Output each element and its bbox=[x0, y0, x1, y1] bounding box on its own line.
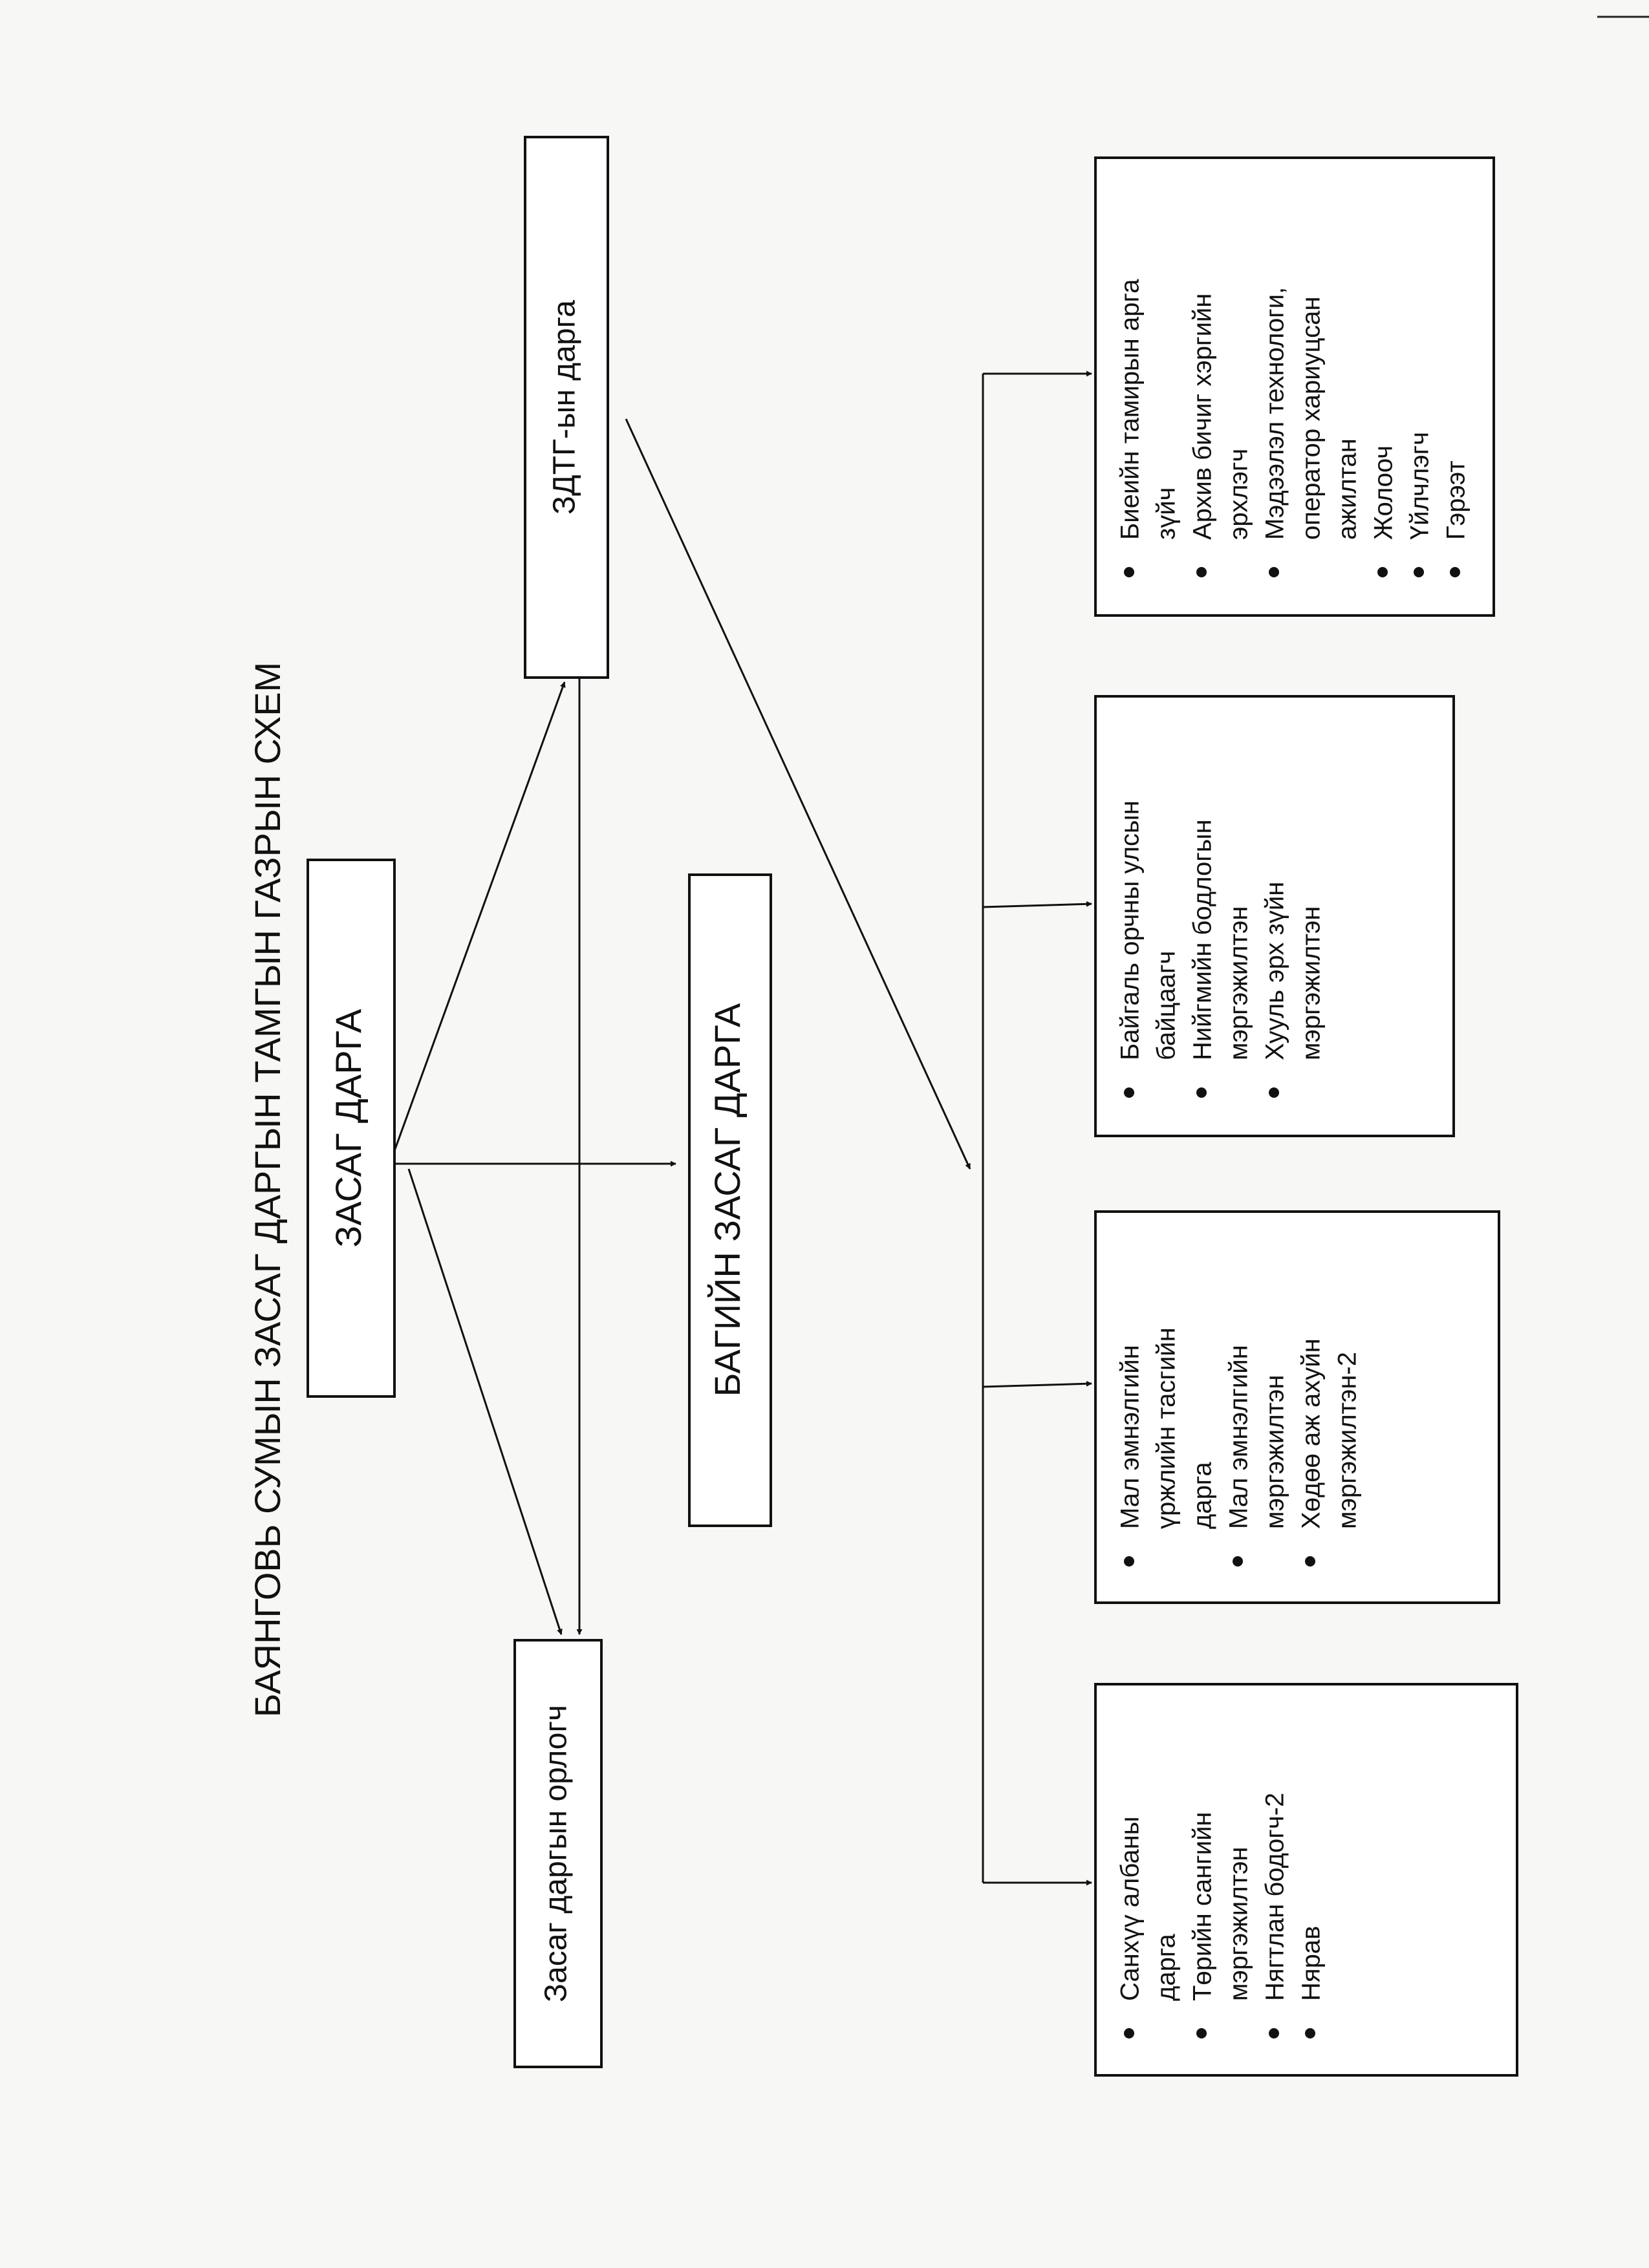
unit-1-item-4-line-1: Нярав bbox=[1297, 1926, 1326, 2001]
zasag-dargiin-orlogch-node: Засаг даргын орлогч bbox=[513, 1639, 603, 2068]
unit-1-bullet-2 bbox=[1196, 2028, 1207, 2038]
zdtg-darga-node: ЗДТГ-ын дарга bbox=[524, 136, 609, 679]
unit-3-item-2-line-2: мэргэжилтэн bbox=[1225, 906, 1253, 1060]
unit-box-2 bbox=[1094, 1210, 1500, 1604]
unit-4-item-1-line-2: зүйч bbox=[1152, 487, 1181, 540]
unit-4-item-3-line-1: Мэдээлэл технологи, bbox=[1261, 287, 1289, 540]
unit-4-bullet-4 bbox=[1377, 567, 1388, 577]
zasag-dargiin-orlogch-label: Засаг даргын орлогч bbox=[539, 1705, 574, 2002]
unit-2-item-2-line-2: мэргэжилтэн bbox=[1261, 1375, 1289, 1529]
unit-3-item-3-line-1: Хууль эрх зүйн bbox=[1261, 882, 1289, 1060]
unit-1-item-1-line-2: дарга bbox=[1152, 1933, 1181, 2001]
unit-box-1 bbox=[1094, 1683, 1518, 2077]
unit-4-item-2-line-2: эрхлэгч bbox=[1225, 449, 1253, 540]
unit-1-bullet-1 bbox=[1124, 2028, 1134, 2038]
unit-2-bullet-1 bbox=[1124, 1556, 1134, 1567]
unit-1-item-1-line-1: Санхүү албаны bbox=[1116, 1817, 1145, 2001]
bagiin-zasag-darga-node: БАГИЙН ЗАСАГ ДАРГА bbox=[688, 873, 772, 1527]
unit-3-item-1-line-1: Байгаль орчны улсын bbox=[1116, 800, 1145, 1060]
unit-2-item-1-line-2: үржлийн тасгийн bbox=[1152, 1327, 1181, 1529]
unit-3-item-1-line-2: байцаагч bbox=[1152, 951, 1181, 1060]
page-title: БАЯНГОВЬ СУМЫН ЗАСАГ ДАРГЫН ТАМГЫН ГАЗРЫ… bbox=[247, 662, 288, 1717]
unit-1-item-2-line-1: Төрийн сангийн bbox=[1189, 1812, 1217, 2001]
unit-3-item-3-line-2: мэргэжилтэн bbox=[1297, 906, 1326, 1060]
unit-4-item-1-line-1: Биеийн тамирын арга bbox=[1116, 279, 1145, 540]
zasag-darga-node: ЗАСАГ ДАРГА bbox=[307, 859, 396, 1398]
unit-4-bullet-3 bbox=[1269, 567, 1279, 577]
unit-2-bullet-2 bbox=[1233, 1556, 1243, 1567]
unit-4-item-3-line-3: ажилтан bbox=[1333, 438, 1362, 540]
unit-4-item-3-line-2: оператор хариуцсан bbox=[1297, 297, 1326, 540]
arrow-zdtg-to-units-bus bbox=[625, 418, 971, 1170]
bagiin-zasag-darga-label: БАГИЙН ЗАСАГ ДАРГА bbox=[707, 1003, 748, 1396]
unit-4-bullet-5 bbox=[1414, 567, 1424, 577]
unit-4-bullet-6 bbox=[1450, 567, 1460, 577]
unit-1-bullet-3 bbox=[1269, 2028, 1279, 2038]
unit-2-item-1-line-3: дарга bbox=[1189, 1461, 1217, 1529]
unit-box-4 bbox=[1094, 156, 1495, 617]
unit-4-bullet-2 bbox=[1196, 567, 1207, 577]
unit-2-item-2-line-1: Мал эмнэлгийн bbox=[1225, 1345, 1253, 1529]
unit-3-item-2-line-1: Нийгмийн бодлогын bbox=[1189, 819, 1217, 1060]
arrow-bus-to-unit-3 bbox=[982, 901, 1092, 908]
unit-4-item-6-line-1: Гэрээт bbox=[1442, 460, 1471, 540]
unit-2-item-3-line-2: мэргэжилтэн-2 bbox=[1333, 1352, 1362, 1529]
unit-3-bullet-1 bbox=[1124, 1087, 1134, 1098]
unit-4-item-5-line-1: Үйлчлэгч bbox=[1406, 432, 1434, 540]
unit-1-bullet-4 bbox=[1305, 2028, 1315, 2038]
unit-2-bullet-3 bbox=[1305, 1556, 1315, 1567]
unit-1-item-2-line-2: мэргэжилтэн bbox=[1225, 1847, 1253, 2001]
unit-2-item-1-line-1: Мал эмнэлгийн bbox=[1116, 1345, 1145, 1529]
zdtg-darga-label: ЗДТГ-ын дарга bbox=[548, 300, 582, 515]
unit-4-item-2-line-1: Архив бичиг хэргийн bbox=[1189, 294, 1217, 540]
arrow-zasag-to-zdtg bbox=[393, 681, 566, 1151]
arrow-zasag-to-orlogch bbox=[407, 1168, 563, 1635]
unit-1-item-3-line-1: Нягтлан бодогч-2 bbox=[1261, 1793, 1289, 2001]
unit-3-bullet-2 bbox=[1196, 1087, 1207, 1098]
unit-4-bullet-1 bbox=[1124, 567, 1134, 577]
unit-4-item-4-line-1: Жолооч bbox=[1370, 445, 1398, 540]
arrow-bus-to-unit-2 bbox=[982, 1380, 1092, 1388]
unit-3-bullet-3 bbox=[1269, 1087, 1279, 1098]
zasag-darga-label: ЗАСАГ ДАРГА bbox=[328, 1009, 369, 1248]
unit-2-item-3-line-1: Хөдөө аж ахуйн bbox=[1297, 1338, 1326, 1529]
unit-box-3 bbox=[1094, 695, 1455, 1137]
